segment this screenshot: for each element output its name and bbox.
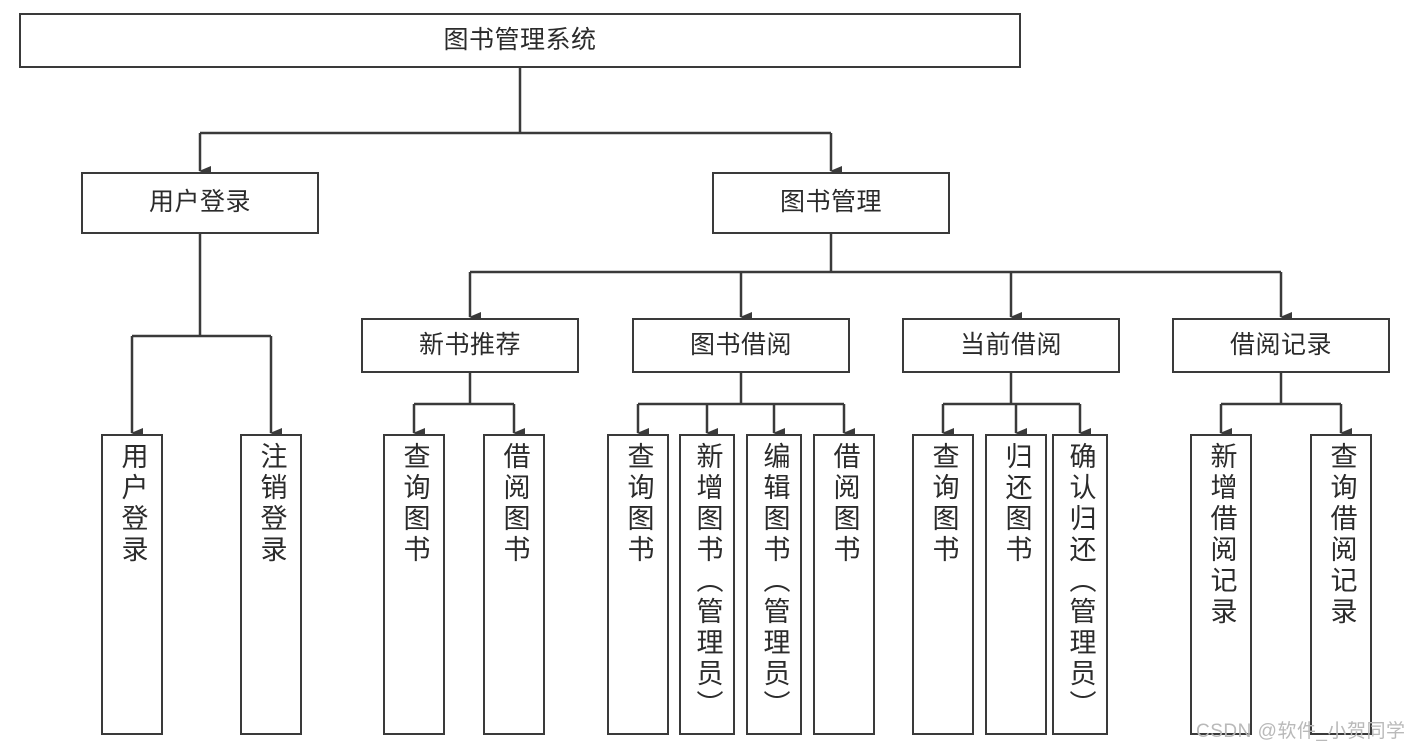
node-label: 图书管理 bbox=[779, 188, 882, 217]
leaf-user-login[interactable]: 用户登录 bbox=[101, 434, 163, 735]
csdn-watermark: CSDN @软件_小贺同学 bbox=[1196, 721, 1405, 742]
node-label: 图书管理系统 bbox=[443, 25, 597, 54]
node-label: 查询图书 bbox=[928, 442, 959, 566]
node-label: 图书借阅 bbox=[689, 330, 792, 359]
node-label: 新增借阅记录 bbox=[1206, 442, 1237, 628]
leaf-borrow-book-2[interactable]: 借阅图书 bbox=[813, 434, 875, 735]
node-label: 查询借阅记录 bbox=[1326, 442, 1357, 628]
node-label: 注销登录 bbox=[256, 442, 287, 566]
leaf-add-borrow-record[interactable]: 新增借阅记录 bbox=[1190, 434, 1252, 735]
node-label: 查询图书 bbox=[399, 442, 430, 566]
node-label: 新书推荐 bbox=[418, 330, 521, 359]
node-borrow-record[interactable]: 借阅记录 bbox=[1172, 318, 1390, 373]
node-label: 编辑图书（管理员） bbox=[759, 442, 790, 721]
node-book-borrow[interactable]: 图书借阅 bbox=[632, 318, 850, 373]
leaf-query-book-1[interactable]: 查询图书 bbox=[383, 434, 445, 735]
node-user-login[interactable]: 用户登录 bbox=[81, 172, 319, 234]
node-label: 用户登录 bbox=[117, 442, 148, 566]
node-current-borrow[interactable]: 当前借阅 bbox=[902, 318, 1120, 373]
node-label: 借阅图书 bbox=[499, 442, 530, 566]
node-new-book-recommend[interactable]: 新书推荐 bbox=[361, 318, 579, 373]
node-book-manage[interactable]: 图书管理 bbox=[712, 172, 950, 234]
node-label: 查询图书 bbox=[623, 442, 654, 566]
leaf-query-book-3[interactable]: 查询图书 bbox=[912, 434, 974, 735]
node-label: 借阅记录 bbox=[1229, 330, 1332, 359]
node-label: 借阅图书 bbox=[829, 442, 860, 566]
leaf-logout[interactable]: 注销登录 bbox=[240, 434, 302, 735]
leaf-borrow-book-1[interactable]: 借阅图书 bbox=[483, 434, 545, 735]
node-root[interactable]: 图书管理系统 bbox=[19, 13, 1021, 68]
leaf-query-borrow-record[interactable]: 查询借阅记录 bbox=[1310, 434, 1372, 735]
leaf-edit-book[interactable]: 编辑图书（管理员） bbox=[746, 434, 802, 735]
node-label: 确认归还（管理员） bbox=[1065, 442, 1096, 721]
leaf-add-book[interactable]: 新增图书（管理员） bbox=[679, 434, 735, 735]
node-label: 当前借阅 bbox=[959, 330, 1062, 359]
leaf-query-book-2[interactable]: 查询图书 bbox=[607, 434, 669, 735]
node-label: 归还图书 bbox=[1001, 442, 1032, 566]
leaf-return-book[interactable]: 归还图书 bbox=[985, 434, 1047, 735]
node-label: 用户登录 bbox=[148, 188, 251, 217]
node-label: 新增图书（管理员） bbox=[692, 442, 723, 721]
leaf-confirm-return[interactable]: 确认归还（管理员） bbox=[1052, 434, 1108, 735]
